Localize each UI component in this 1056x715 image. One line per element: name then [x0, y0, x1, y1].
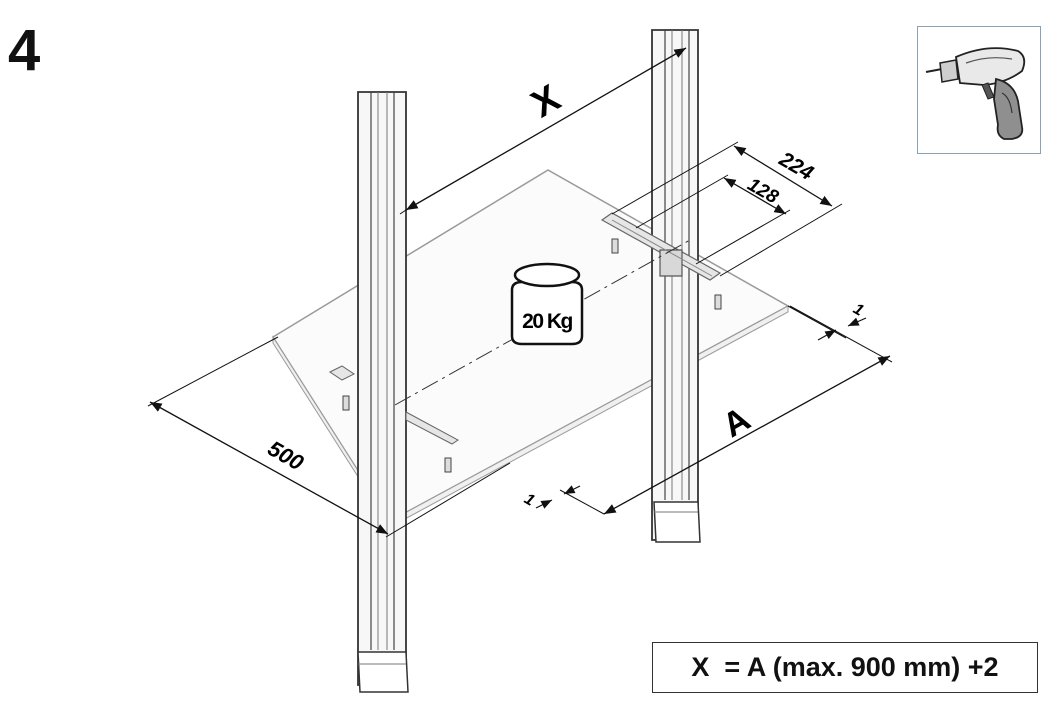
front-bracket	[329, 365, 459, 445]
tool-panel	[917, 26, 1041, 154]
weight-label: 20 Kg	[522, 310, 572, 333]
dimension-gap-right: 1	[787, 301, 866, 341]
dimension-gap-left: 1	[521, 485, 581, 510]
dimension-x-label: X	[525, 77, 569, 126]
dimension-a-label: A	[716, 400, 756, 445]
cordless-screwdriver-icon	[925, 47, 1026, 140]
dimension-gap-left-label: 1	[521, 491, 537, 510]
glass-shelf	[271, 169, 790, 529]
dimension-outer-bracket-label: 224	[774, 147, 817, 185]
dimension-gap-right-label: 1	[850, 301, 866, 320]
step-number: 4	[8, 18, 41, 83]
formula-box: X = A (max. 900 mm) +2	[652, 642, 1038, 693]
formula-text: X = A (max. 900 mm) +2	[691, 652, 999, 682]
dimension-depth-label: 500	[264, 435, 309, 475]
left-post	[357, 91, 409, 693]
weight-icon: 20 Kg	[510, 262, 584, 346]
shelf-bracket	[600, 212, 722, 281]
dimension-inner-bracket-label: 128	[744, 174, 782, 208]
